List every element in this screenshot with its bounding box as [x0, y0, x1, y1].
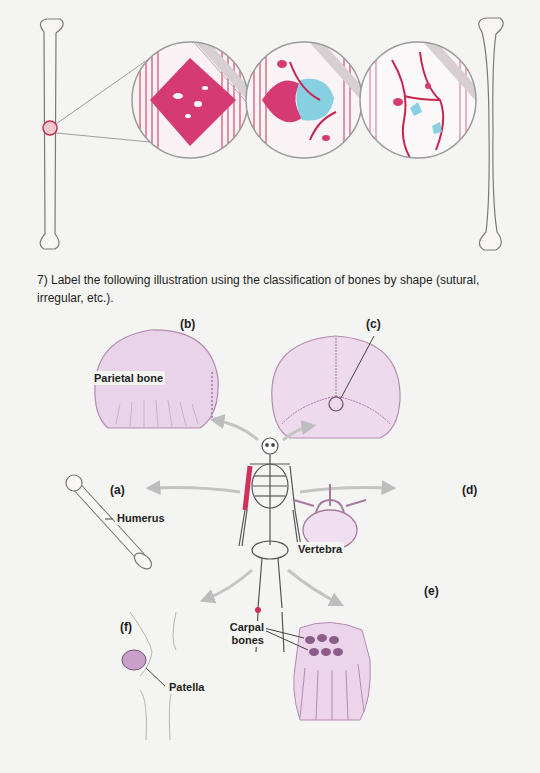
bone-name: Patella — [167, 680, 206, 694]
ossification-stage — [130, 40, 252, 160]
ossification-stage — [358, 40, 480, 160]
bone-name: Vertebra — [296, 542, 344, 556]
skeleton — [239, 438, 301, 652]
figure-letter: (d) — [462, 483, 477, 498]
figure-letter: (c) — [366, 317, 381, 332]
figure-letter: (b) — [180, 317, 195, 332]
figure-letter: (e) — [424, 584, 439, 599]
ossification-stage — [244, 40, 366, 160]
question-text: 7) Label the following illustration usin… — [37, 271, 515, 307]
bone-name: Humerus — [115, 511, 167, 525]
skull-posterior — [272, 336, 400, 438]
vertebra-bone — [294, 484, 366, 550]
figure-letter: (f) — [120, 620, 132, 635]
pointer-arrow — [150, 420, 392, 604]
long-bone — [40, 19, 150, 249]
bone-name: Carpal bones — [212, 621, 266, 647]
bone-name: Parietal bone — [92, 371, 165, 385]
long-bone — [479, 18, 503, 250]
figure-letter: (a) — [110, 483, 125, 498]
hand-carpals — [264, 622, 370, 720]
